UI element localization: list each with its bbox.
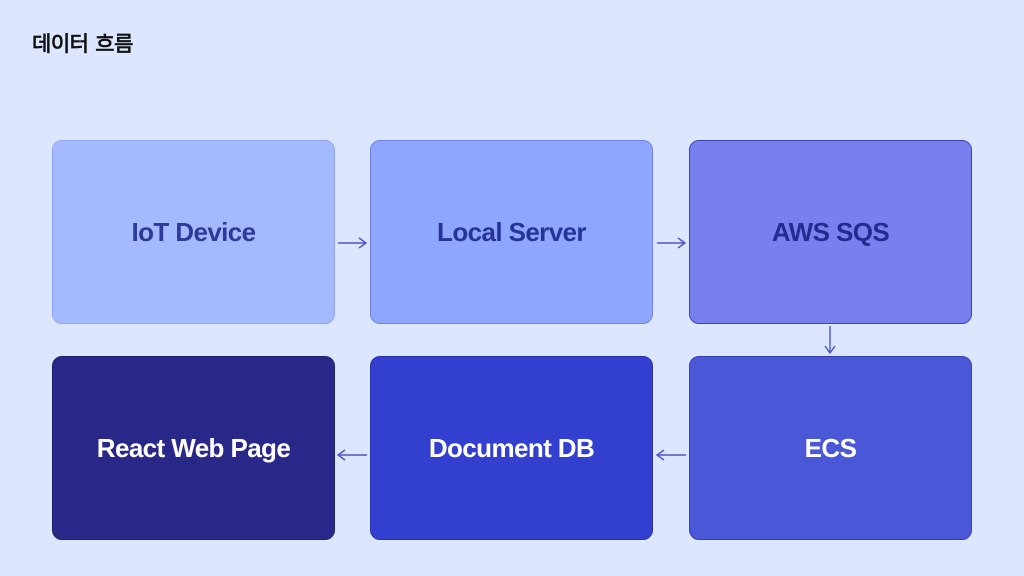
edge-local-server-to-aws-sqs — [657, 237, 687, 249]
node-label: ECS — [804, 432, 857, 463]
edge-ecs-to-document-db — [655, 449, 686, 461]
node-aws-sqs: AWS SQS — [689, 140, 972, 324]
node-label: Document DB — [428, 432, 595, 463]
node-document-db: Document DB — [370, 356, 653, 540]
node-label: Local Server — [437, 216, 586, 247]
edge-document-db-to-react — [336, 449, 367, 461]
node-local-server: Local Server — [370, 140, 653, 324]
node-react-web-page: React Web Page — [52, 356, 335, 540]
node-label: React Web Page — [96, 432, 291, 463]
edge-iot-to-local-server — [338, 237, 368, 249]
node-label: AWS SQS — [771, 216, 890, 247]
page-title: 데이터 흐름 — [32, 32, 133, 56]
node-ecs: ECS — [689, 356, 972, 540]
edge-aws-sqs-to-ecs — [824, 326, 836, 355]
node-iot-device: IoT Device — [52, 140, 335, 324]
node-label: IoT Device — [131, 216, 256, 247]
